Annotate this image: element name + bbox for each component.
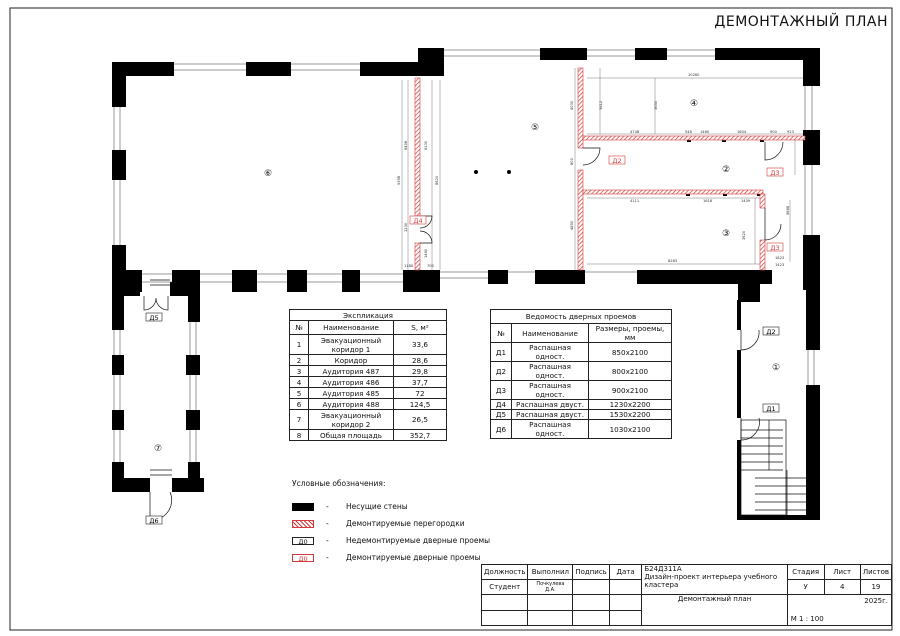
door-d3-top-swing (764, 141, 784, 161)
column-header: № (289, 320, 309, 335)
table-title: Экспликация (289, 309, 447, 321)
door-d5-swing (143, 296, 169, 311)
dim: 4850 (570, 220, 574, 230)
title-block: Должность Выполнил Подпись Дата Б24Д311А… (480, 564, 893, 626)
windows (113, 49, 815, 462)
dim: 1618 (703, 199, 713, 203)
dim: 3612 (599, 101, 603, 110)
legend-item-demolished-partitions: - Демонтируемые перегородки (292, 515, 490, 532)
project-title: Дизайн-проект интерьера учебного кластер… (644, 573, 778, 589)
sheet-name: Демонтажный план (641, 594, 788, 626)
year: 2025г. (864, 597, 888, 605)
column-header: Наименование (511, 323, 589, 343)
dim: 1460 (424, 248, 428, 258)
dim: 1230 (404, 222, 408, 232)
door-d2-corridor-swing (740, 329, 760, 351)
column-header: Наименование (308, 320, 394, 335)
door-tag-swatch: Д0 (292, 536, 314, 546)
dimension-lines (401, 68, 803, 270)
author: Почкулева Д.А. (527, 579, 574, 595)
dim: 4748 (630, 130, 640, 134)
hatch-swatch (292, 519, 314, 528)
dim: 548 (685, 130, 693, 134)
room-number-1: ① (772, 363, 780, 373)
dim: 800 (570, 157, 574, 165)
demolished-door-tag-swatch: Д0 (292, 553, 314, 563)
dim: 900 (770, 130, 778, 134)
room-number-7: ⑦ (154, 444, 162, 454)
dim: 1604 (737, 130, 747, 134)
dim: 5888 (786, 205, 790, 215)
bearing-wall-swatch (292, 502, 314, 511)
sheet-frame (9, 7, 893, 631)
sheet-title: ДЕМОНТАЖНЫЙ ПЛАН (714, 14, 888, 30)
dim: 1439 (741, 199, 751, 203)
dim: 1423 (775, 263, 784, 267)
table-title: Ведомость дверных проемов (490, 309, 672, 324)
legend-item-demolished-doors: Д0 - Демонтируемые дверные проемы (292, 549, 490, 566)
legend: Условные обозначения: - Несущие стены - … (292, 479, 490, 566)
dim: 1460 (700, 130, 710, 134)
door-tag-d1: Д1 (766, 405, 775, 413)
dim: 1180 (404, 264, 414, 268)
dim: 4111 (630, 199, 639, 203)
door-tag-d2-demolished: Д2 (612, 157, 621, 165)
column-header: № (490, 323, 512, 343)
scale: М 1 : 100 (790, 615, 824, 623)
dim: 8820 (435, 175, 439, 185)
door-d4-swing (419, 215, 433, 244)
door-d3-swing (764, 208, 782, 241)
legend-item-kept-doors: Д0 - Недемонтируемые дверные проемы (292, 532, 490, 549)
dim: 6408 (404, 140, 408, 150)
dim: 4030 (570, 100, 574, 110)
door-tag-d5: Д5 (149, 314, 158, 322)
door-tag-d2: Д2 (766, 328, 775, 336)
dim: 923 (787, 130, 794, 134)
room-number-6: ⑥ (264, 169, 272, 179)
door-tag-d3-demolished: Д3 (770, 169, 779, 177)
door-d2-swing (582, 147, 601, 166)
legend-title: Условные обозначения: (292, 479, 386, 488)
room-number-5: ⑤ (531, 123, 539, 133)
door-schedule-table: Ведомость дверных проемов № Наименование… (490, 309, 672, 439)
demolished-partitions (414, 67, 806, 271)
door-tag-d4-demolished: Д4 (413, 217, 422, 225)
dim: 9398 (397, 175, 401, 185)
dim: 1823 (775, 256, 784, 260)
bearing-walls (112, 48, 820, 520)
project-code: Б24Д311А (644, 565, 682, 573)
dim: 6130 (424, 140, 428, 150)
room-number-3: ③ (722, 229, 730, 239)
door-tag-d3-demolished: Д3 (770, 244, 779, 252)
dim: 10260 (688, 73, 700, 77)
column-header: S, м² (393, 320, 447, 335)
dimension-labels: 10260 3612 3650 4030 4748 548 1460 1604 … (397, 73, 794, 268)
dim: 8283 (668, 259, 677, 263)
legend-item-bearing-walls: - Несущие стены (292, 498, 490, 515)
room-number-2: ② (722, 165, 730, 175)
room-number-4: ④ (690, 99, 698, 109)
dim: 700 (427, 264, 435, 268)
dim: 3650 (654, 100, 658, 110)
dim: 3620 (742, 230, 746, 240)
door-tag-d6: Д6 (149, 517, 158, 525)
door-d1-swing (740, 417, 760, 441)
column-header: Размеры, проемы, мм (588, 323, 672, 343)
